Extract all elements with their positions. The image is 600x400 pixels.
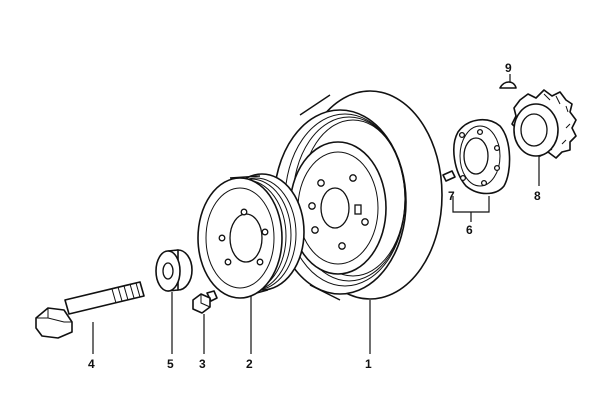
flange-bolt-hole <box>480 179 488 187</box>
hub-flange <box>453 119 511 195</box>
damper-bolt-hole <box>338 242 346 250</box>
bolt-head-edge <box>36 308 72 323</box>
hex-screw-small <box>192 290 218 314</box>
callout-2: 2 <box>246 357 253 371</box>
dowel-pin <box>442 170 456 182</box>
sprocket-teeth-detail <box>543 93 571 151</box>
pulley-inner-ring <box>205 187 275 289</box>
damper-bolt-hole <box>308 202 316 210</box>
flange-bolt-hole <box>476 128 484 136</box>
callout-6: 6 <box>466 223 473 237</box>
bolt-thread <box>111 282 141 304</box>
damper-keyway <box>354 204 362 215</box>
callout-7: 7 <box>448 189 455 203</box>
woodruff-key <box>499 81 517 89</box>
damper-bolt-hole <box>317 179 325 187</box>
flange-bolt-hole <box>459 174 467 182</box>
pulley-bolt-hole <box>224 258 232 266</box>
pulley-bolt-hole <box>218 234 226 242</box>
pulley-center-bore <box>229 213 263 263</box>
key-body <box>499 81 517 89</box>
flange-bolt-hole <box>493 144 501 152</box>
callout-labels: 1 2 3 4 5 6 7 8 9 <box>88 61 541 371</box>
central-bolt <box>35 281 145 339</box>
washer-bore <box>162 262 174 280</box>
damper-bolt-hole <box>311 226 319 234</box>
callout-3: 3 <box>199 357 206 371</box>
pulley-bolt-hole <box>261 228 269 236</box>
damper-bolt-hole <box>361 218 369 226</box>
callout-4: 4 <box>88 357 95 371</box>
callout-8: 8 <box>534 189 541 203</box>
bolt-hex-head <box>35 307 73 339</box>
flange-rim <box>459 125 501 187</box>
damper-bolt-hole <box>349 174 357 182</box>
spacer-washer <box>155 249 193 292</box>
pin-body <box>442 170 456 182</box>
screw-head-edge <box>200 294 211 308</box>
pulley-bolt-hole <box>256 258 264 266</box>
flange-bore <box>463 137 489 175</box>
flange-bolt-hole <box>493 164 501 172</box>
callout-5: 5 <box>167 357 174 371</box>
damper-center-bore <box>320 187 350 229</box>
sprocket <box>511 89 577 159</box>
belt-pulley <box>197 173 305 299</box>
callout-1: 1 <box>365 357 372 371</box>
pulley-bolt-hole <box>240 208 248 216</box>
callout-9: 9 <box>505 61 512 75</box>
sprocket-bore <box>520 113 548 147</box>
flange-bolt-hole <box>458 131 466 139</box>
vibration-damper <box>273 90 443 301</box>
damper-edge-top <box>299 94 331 116</box>
leader-6 <box>452 196 490 222</box>
leader-lines <box>92 74 540 354</box>
bolt-shank <box>64 281 145 315</box>
